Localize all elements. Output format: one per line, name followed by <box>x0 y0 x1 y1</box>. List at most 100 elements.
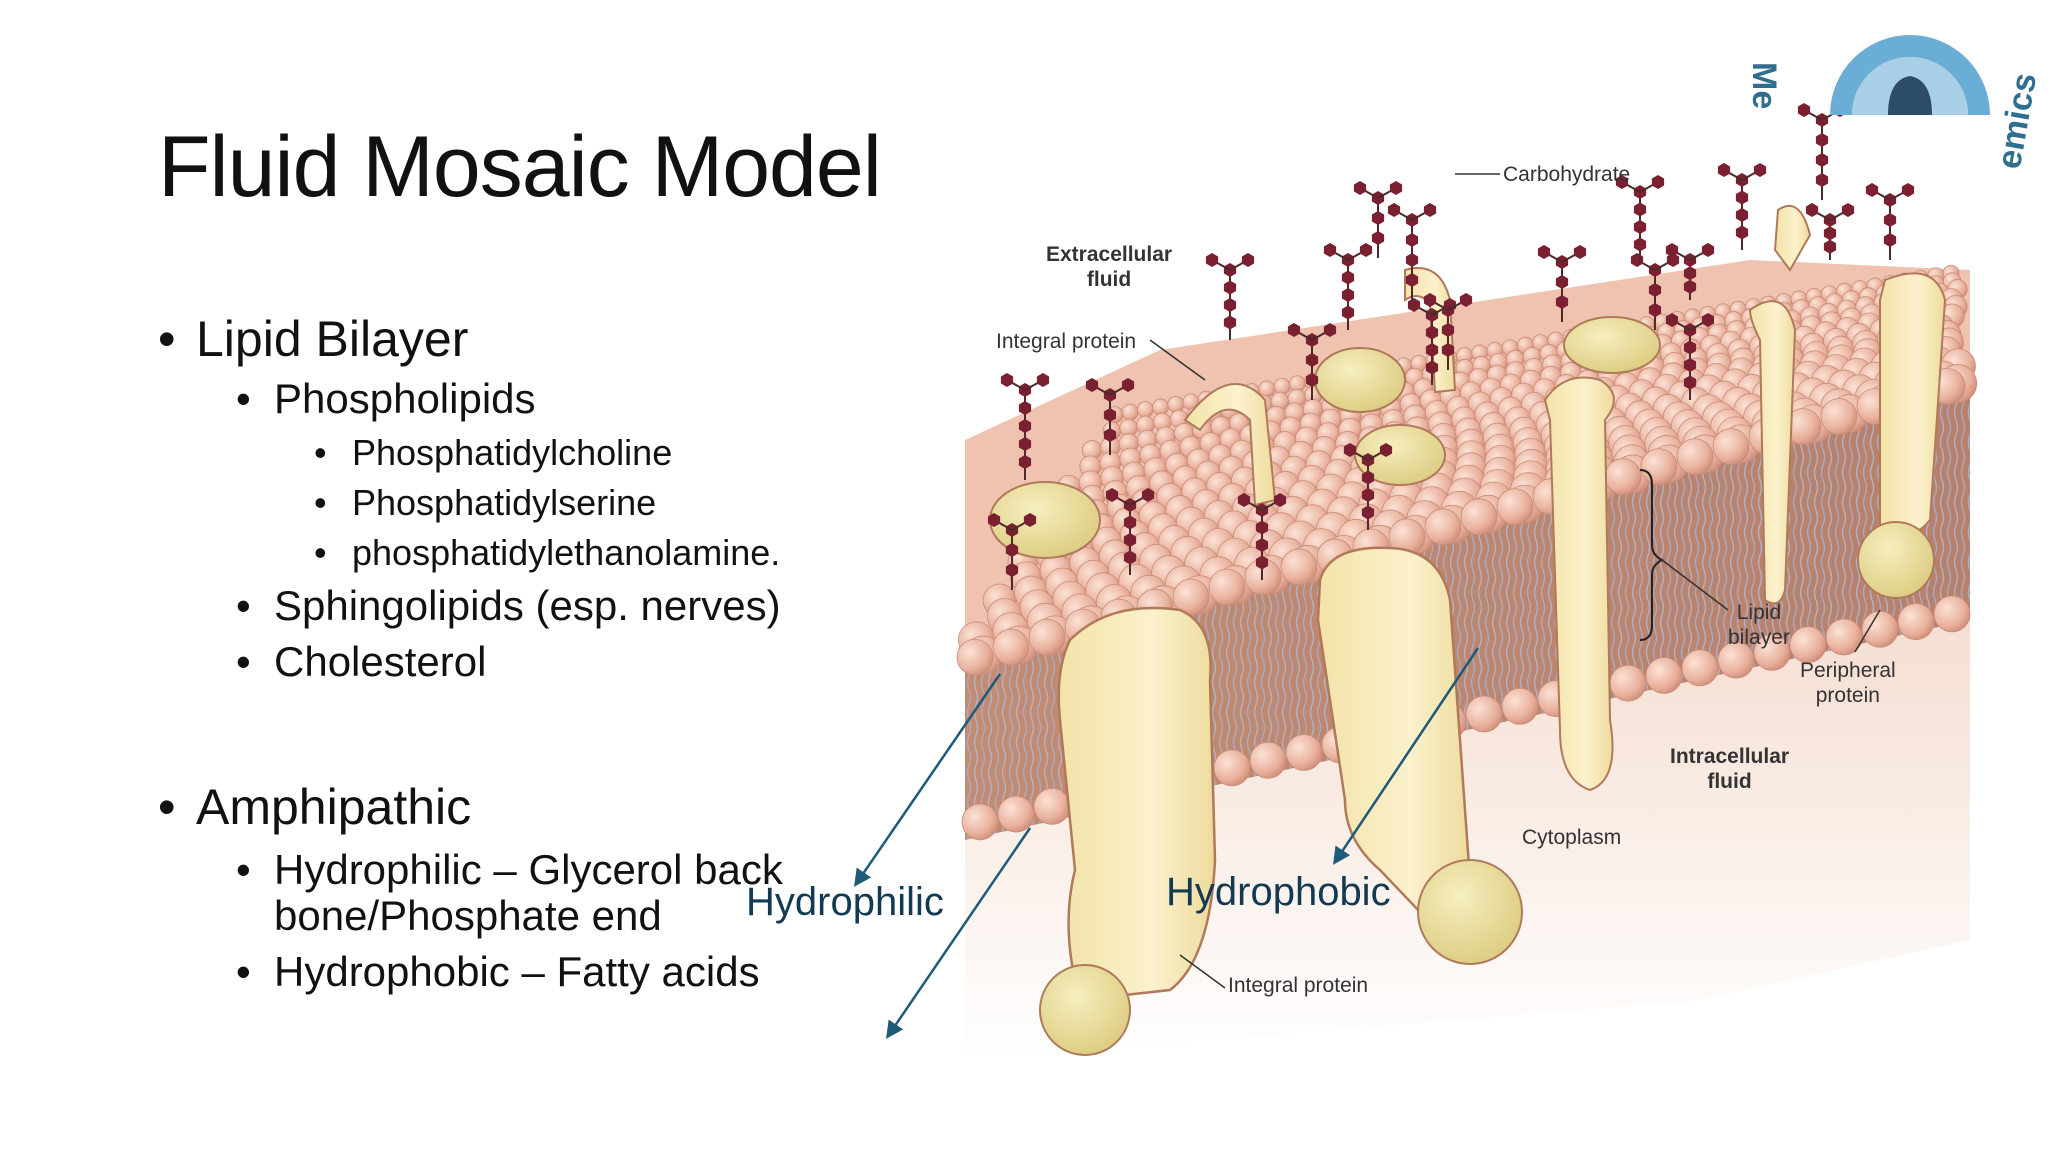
sugar-unit <box>1441 343 1455 357</box>
lipid-head-bottom <box>1681 649 1719 687</box>
lipid-head-front <box>1280 548 1318 586</box>
sugar-unit <box>1841 203 1855 217</box>
sugar-unit <box>1000 373 1014 387</box>
sugar-unit <box>1255 520 1269 535</box>
lipid-head-bottom <box>1213 749 1251 787</box>
sugar-unit <box>1555 295 1569 309</box>
sugar-unit <box>1797 103 1811 117</box>
surface-protein <box>1563 316 1661 374</box>
bullet-glyph: • <box>314 482 327 523</box>
bilayer-tails <box>965 380 1970 840</box>
sugar-unit <box>1823 226 1837 241</box>
sugar-unit <box>1103 408 1117 422</box>
sugar-unit <box>1630 253 1644 267</box>
bullet-hydrophilic-continued: bone/Phosphate end <box>274 892 662 940</box>
sugar-unit <box>1105 488 1119 502</box>
carbohydrate-chain <box>1805 203 1855 260</box>
sugar-unit <box>1359 243 1373 257</box>
label-intracellular-line1: Intracellular <box>1670 745 1790 768</box>
bullet-phosphatidylserine: • Phosphatidylserine <box>314 482 656 524</box>
bullet-lipid-bilayer: • Lipid Bilayer <box>158 310 468 368</box>
integral-protein-helix <box>1748 300 1797 605</box>
carbohydrate-chain <box>1205 253 1255 340</box>
lipid-head <box>1258 380 1276 398</box>
lipid-head <box>1273 377 1291 395</box>
sugar-unit <box>1441 323 1455 337</box>
sugar-unit <box>1241 253 1255 267</box>
sugar-unit <box>1735 190 1749 205</box>
carbohydrate-chain <box>1287 323 1337 400</box>
label-intracellular-line2: fluid <box>1707 770 1752 793</box>
sugar-unit <box>1405 233 1419 247</box>
sugar-unit <box>1425 325 1439 340</box>
carbohydrate-chain <box>1085 378 1135 455</box>
lipid-head-bottom <box>1753 633 1791 671</box>
bullet-glyph: • <box>236 948 251 995</box>
lipid-head-bottom <box>997 795 1035 833</box>
sugar-unit <box>1123 515 1137 530</box>
sugar-unit <box>1305 353 1319 367</box>
lipid-head-front <box>1820 398 1858 435</box>
label-extracellular: Extracellular fluid <box>1046 242 1172 292</box>
lipid-head-bottom <box>1501 687 1539 725</box>
sugar-unit <box>1389 181 1403 195</box>
bullet-phosphatidylethanolamine: • phosphatidylethanolamine. <box>314 532 780 574</box>
channel-logo <box>1830 35 1990 115</box>
sugar-unit <box>1753 163 1767 177</box>
sugar-unit <box>1666 253 1680 267</box>
sugar-unit <box>1701 313 1715 327</box>
sugar-unit <box>1423 293 1437 307</box>
sugar-unit <box>1371 231 1385 245</box>
protein-globule <box>1039 964 1131 1056</box>
sugar-unit <box>1683 340 1697 355</box>
sugar-unit <box>987 513 1001 527</box>
sugar-unit <box>1353 181 1367 195</box>
sugar-unit <box>1205 253 1219 267</box>
sugar-unit <box>1018 401 1032 415</box>
lipid-head <box>1167 395 1185 413</box>
sugar-unit <box>1865 183 1879 197</box>
sugar-unit <box>1005 543 1019 557</box>
carbohydrate-chains <box>987 103 1915 590</box>
bullet-glyph: • <box>158 779 176 835</box>
leader-integral-bottom <box>1179 954 1226 989</box>
sugar-unit <box>1123 533 1137 547</box>
sugar-unit <box>1018 437 1032 451</box>
bullet-glyph: • <box>236 375 251 422</box>
arrow-hydrophilic-lower <box>886 827 1032 1039</box>
sugar-unit <box>1255 555 1269 570</box>
bullet-text: phosphatidylethanolamine. <box>352 532 781 573</box>
carbohydrate-chain <box>1423 293 1473 370</box>
sugar-unit <box>1735 225 1749 240</box>
sugar-unit <box>1255 538 1269 552</box>
bullet-hydrophobic: • Hydrophobic – Fatty acids <box>236 948 760 996</box>
carbohydrate-chain <box>1387 203 1437 300</box>
sugar-unit <box>1823 239 1837 254</box>
sugar-unit <box>1683 266 1697 281</box>
lipid-head <box>1137 401 1154 418</box>
sugar-unit <box>1683 375 1697 390</box>
sugar-unit <box>1683 279 1697 294</box>
sugar-unit <box>1901 183 1915 197</box>
bullet-text: Cholesterol <box>274 638 487 685</box>
sugar-unit <box>1323 323 1337 337</box>
integral-protein-large <box>1057 606 1217 1002</box>
sugar-unit <box>1323 243 1337 257</box>
bullet-phosphatidylcholine: • Phosphatidylcholine <box>314 432 672 474</box>
sugar-unit <box>1343 443 1357 457</box>
surface-protein <box>1354 424 1446 486</box>
bullet-glyph: • <box>314 532 327 573</box>
label-carbohydrate: Carbohydrate <box>1503 163 1631 186</box>
lipid-head <box>1121 403 1139 421</box>
sugar-unit <box>1648 283 1662 297</box>
carbohydrate-chain <box>1323 243 1373 330</box>
carbohydrate-chain <box>987 513 1037 590</box>
sugar-unit <box>1651 175 1665 189</box>
lipid-head-front <box>1496 488 1534 526</box>
sugar-unit <box>1717 163 1731 177</box>
bullet-sphingolipids: • Sphingolipids (esp. nerves) <box>236 582 781 630</box>
lipid-head <box>1152 398 1169 416</box>
carbohydrate-chain <box>1865 183 1915 260</box>
sugar-unit <box>1085 378 1099 392</box>
